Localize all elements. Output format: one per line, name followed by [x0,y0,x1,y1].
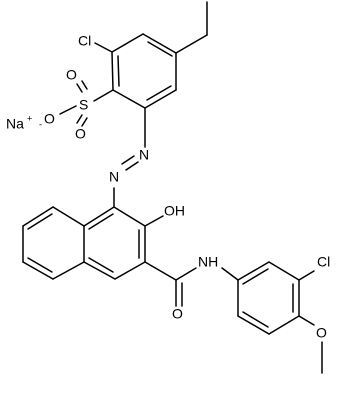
azo-nitrogen-lower-label: N [109,169,119,185]
bond [52,261,85,280]
bond [112,89,146,109]
bond [59,105,77,115]
bond [175,267,197,281]
ether-oxygen-label: O [316,325,327,341]
bond [144,261,177,281]
bond [88,257,114,273]
positive-charge: + [27,113,32,123]
bond [242,311,269,328]
bond [121,155,135,165]
azo-nitrogen-upper-label: N [139,147,149,163]
chlorine-right-label: Cl [317,254,330,270]
bond [144,89,177,109]
bond [83,261,116,280]
bond [114,261,146,280]
sulfur-label: S [79,97,88,113]
bond [242,268,269,285]
bond [144,215,164,227]
atom-labels: Cl S O O O - Na + N N OH NH O Cl O [6,33,330,341]
bond [117,55,120,87]
negative-charge: - [39,119,42,129]
sulfonyl-oxygen-lower-label: O [75,126,86,142]
bond [76,83,83,93]
bond [27,213,53,230]
bond [111,33,144,53]
bond [81,117,88,127]
bond [147,41,173,57]
amide-nh-label: NH [198,254,218,270]
bond [113,206,146,227]
hydroxyl-label: OH [164,203,185,219]
bond [93,89,114,102]
bond [22,206,54,227]
bond [142,33,177,54]
bond [268,261,300,281]
oxide-oxygen-label: O [44,111,55,127]
bond [237,315,270,335]
chlorine-top-label: Cl [78,33,91,49]
amide-oxygen-label: O [172,306,183,322]
bond [76,114,83,124]
bond [298,315,315,326]
bond [125,161,139,171]
bond [81,80,88,90]
bond [88,213,114,230]
bond [52,206,85,227]
bonds [22,1,323,374]
bond [298,270,315,281]
bond [237,261,270,281]
bond [111,51,114,91]
bond [22,261,54,280]
bond [146,85,172,101]
bond [268,315,300,335]
bond [94,42,113,53]
bond [83,206,115,227]
bond [27,257,53,273]
sodium-label: Na [6,116,24,132]
bond [175,34,208,54]
bond [221,267,239,281]
sulfonyl-oxygen-upper-label: O [66,67,77,83]
